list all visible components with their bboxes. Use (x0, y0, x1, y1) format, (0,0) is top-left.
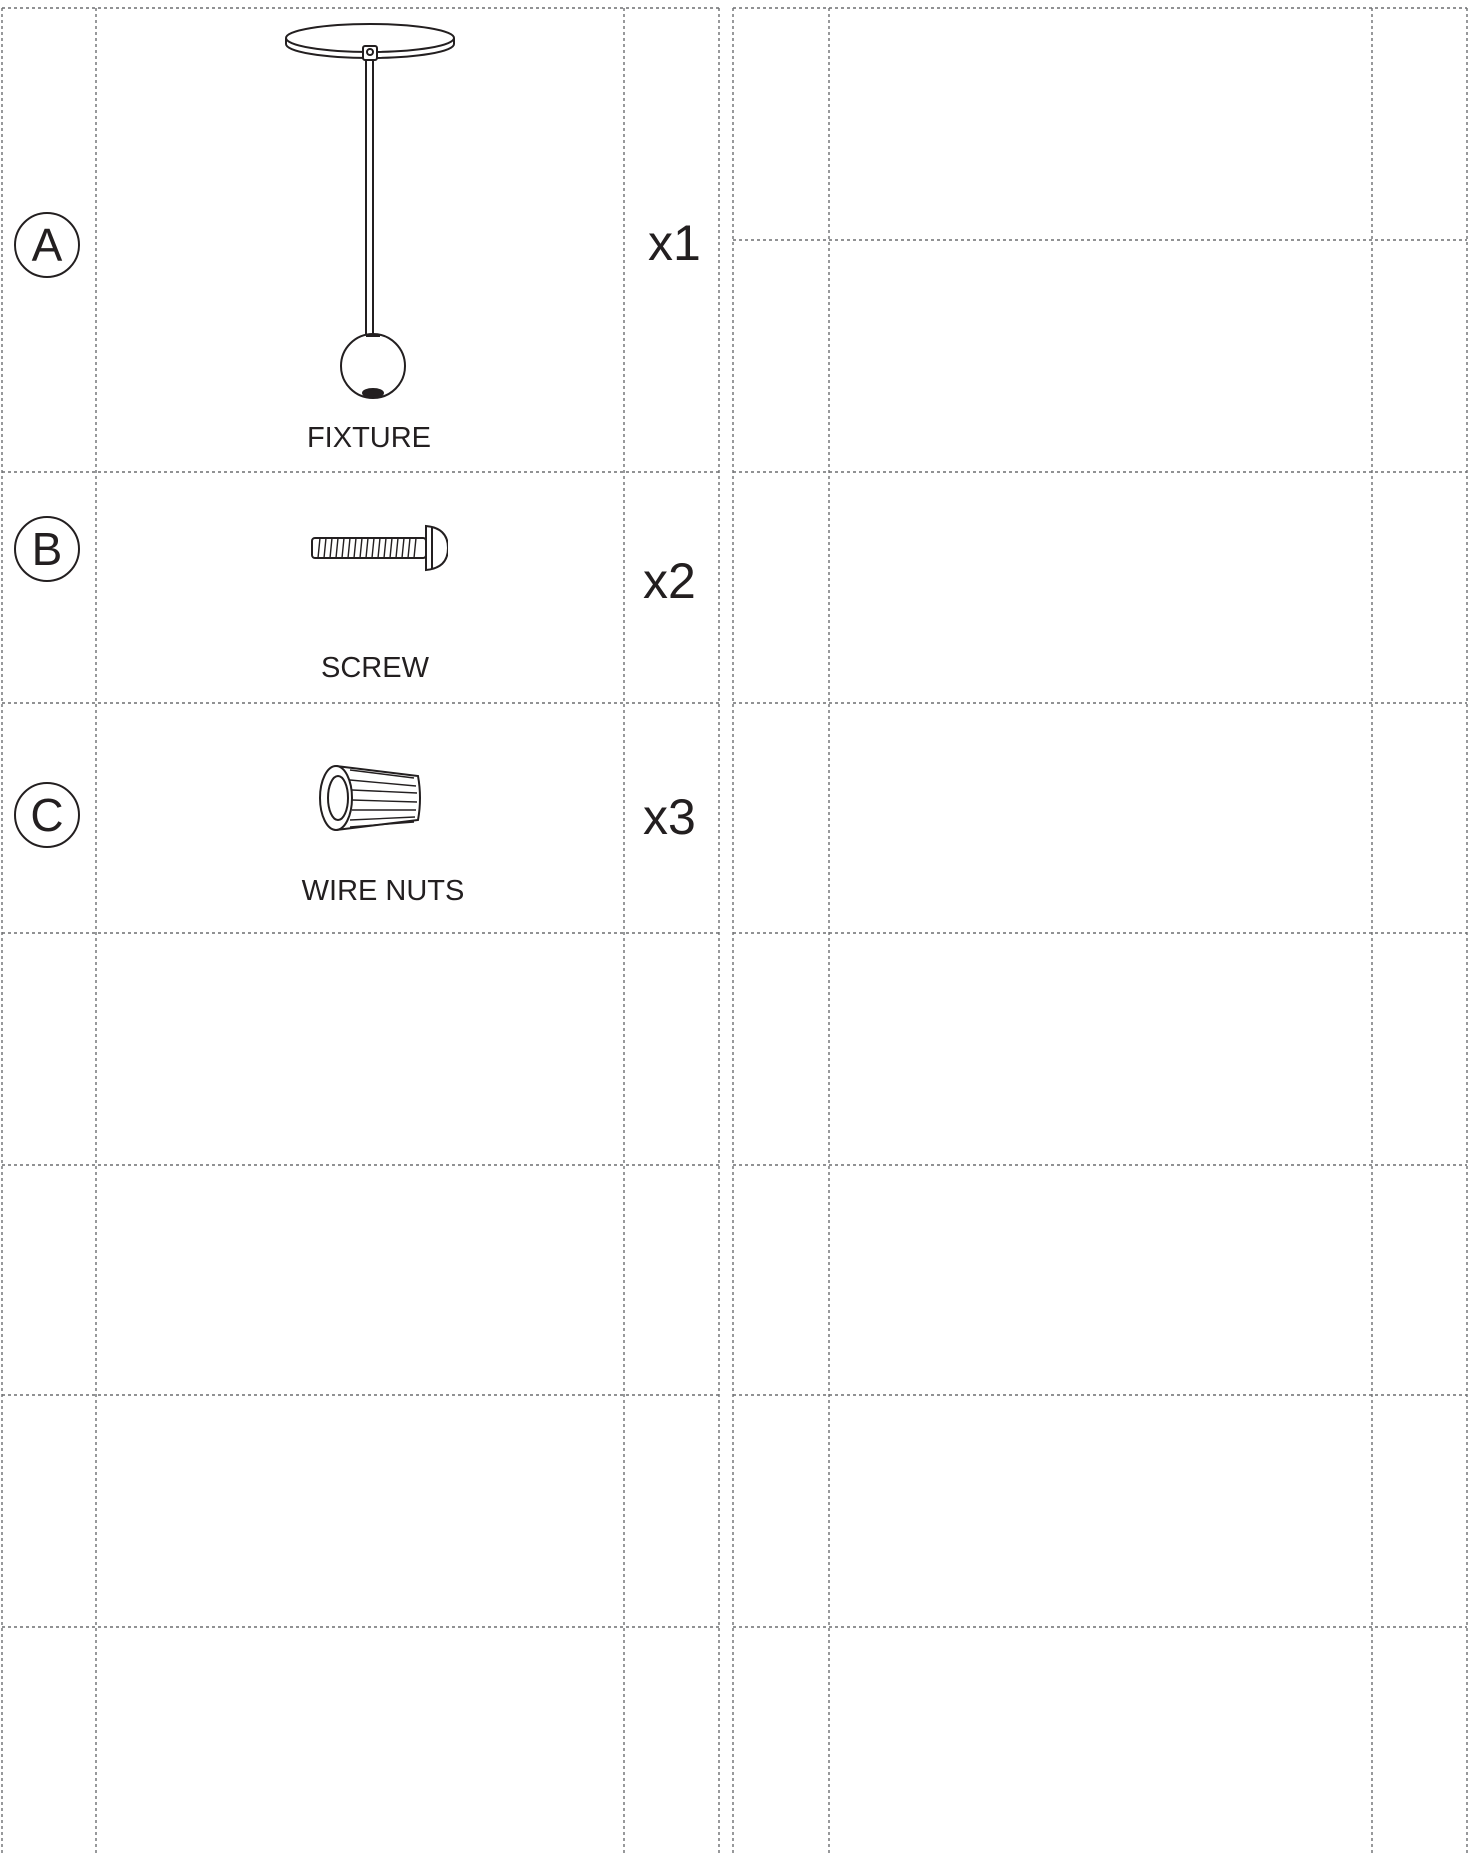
part-letter-c: C (14, 782, 80, 848)
part-qty-c: x3 (643, 792, 696, 842)
screw-icon (308, 522, 448, 574)
part-qty-a: x1 (648, 218, 701, 268)
wire-nut-icon (318, 762, 422, 834)
pendant-fixture-icon (280, 18, 460, 408)
part-letter-a: A (14, 212, 80, 278)
part-name-screw: SCREW (225, 654, 525, 683)
part-qty-b: x2 (643, 556, 696, 606)
part-letter-b: B (14, 516, 80, 582)
part-name-wire-nuts: WIRE NUTS (233, 877, 533, 906)
part-name-fixture: FIXTURE (219, 424, 519, 453)
